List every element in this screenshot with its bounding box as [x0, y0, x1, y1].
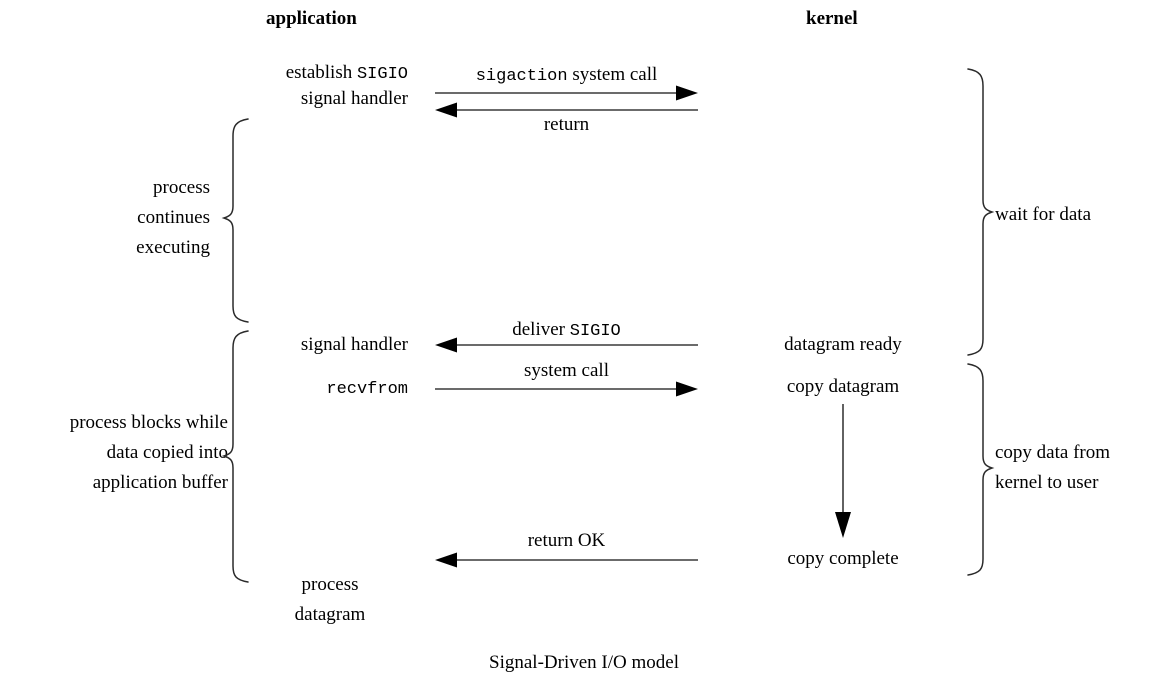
- figure-caption: Signal-Driven I/O model: [489, 652, 679, 673]
- brace-right-copy-data: [967, 363, 995, 576]
- label-recvfrom: recvfrom: [326, 380, 408, 399]
- sigio-mono-text: SIGIO: [356, 65, 408, 84]
- brace-label-process-continues-executing: process continues executing: [136, 177, 210, 258]
- arrow-label-return: return: [543, 114, 590, 135]
- label-copy-complete: copy complete: [787, 548, 899, 569]
- label-datagram-ready: datagram ready: [784, 334, 902, 355]
- establish-text: establish: [285, 62, 357, 83]
- brace-label-process-blocks: process blocks while data copied into ap…: [69, 412, 228, 493]
- arrow-label-sigaction-system-call: sigaction system call: [435, 62, 698, 89]
- sigaction-mono-text: sigaction: [475, 67, 568, 86]
- system-call-text: system call: [567, 64, 658, 85]
- label-copy-datagram: copy datagram: [786, 376, 900, 397]
- label-process-datagram: process datagram: [294, 574, 366, 625]
- brace-left-process-continues: [221, 118, 249, 323]
- arrow-copy-flow-down: [835, 404, 851, 538]
- brace-label-copy-data-from-kernel: copy data from kernel to user: [995, 442, 1111, 493]
- brace-label-wait-for-data: wait for data: [995, 204, 1092, 225]
- label-signal-handler: signal handler: [300, 334, 408, 355]
- column-header-kernel: kernel: [806, 8, 858, 29]
- column-header-application: application: [266, 8, 357, 29]
- arrow-label-deliver-sigio: deliver SIGIO: [435, 317, 698, 344]
- arrow-label-return-ok: return OK: [527, 530, 606, 551]
- deliver-text: deliver: [512, 319, 570, 340]
- label-establish-sigio: establish SIGIO: [180, 60, 408, 87]
- sigio-deliver-mono-text: SIGIO: [569, 322, 621, 341]
- arrow-return-ok: [435, 552, 698, 568]
- label-signal-handler-top: signal handler: [300, 88, 408, 109]
- arrow-label-system-call: system call: [524, 360, 609, 381]
- arrow-system-call: [435, 381, 698, 397]
- brace-right-wait-for-data: [967, 68, 995, 356]
